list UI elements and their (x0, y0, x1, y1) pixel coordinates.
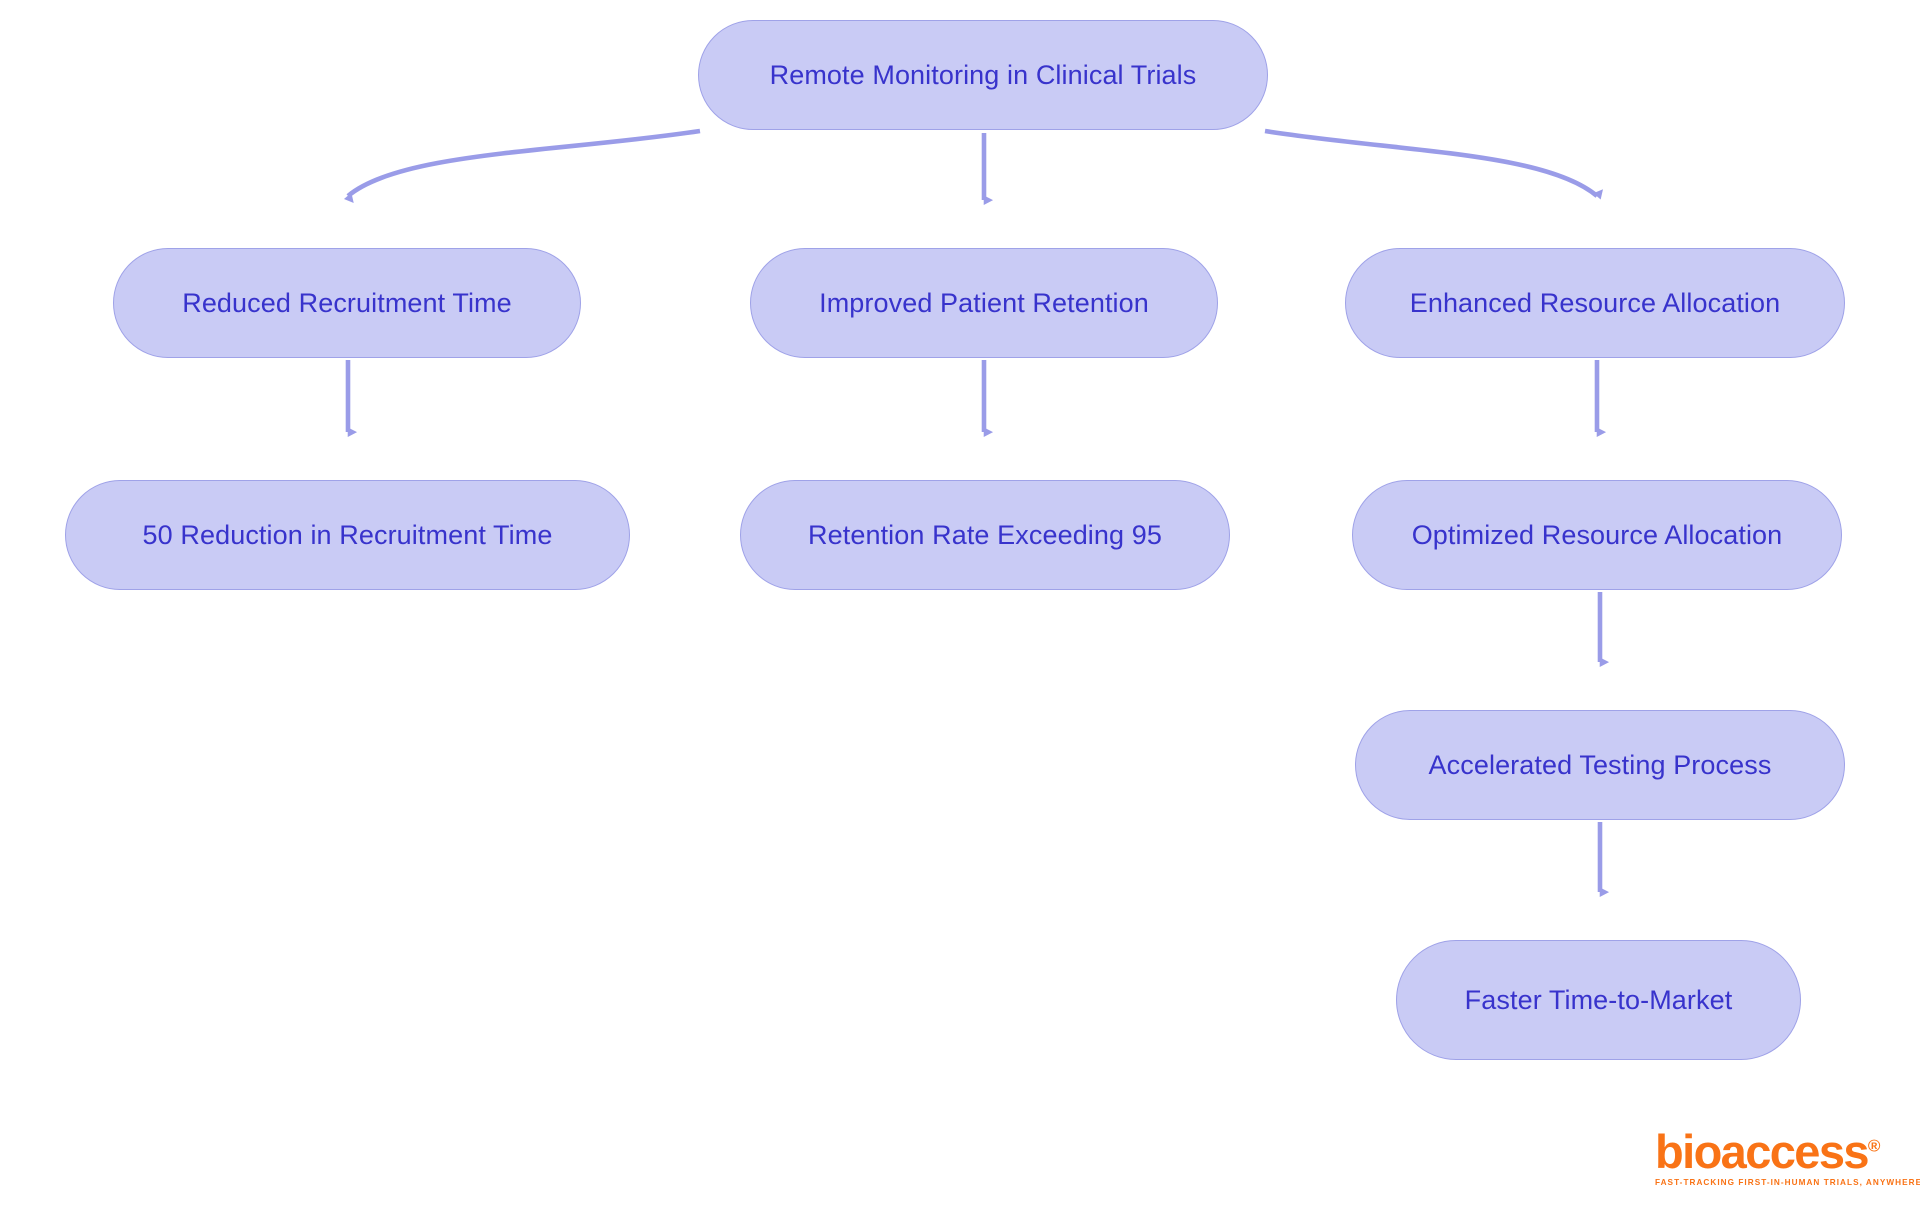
node-enhanced-resource-allocation[interactable]: Enhanced Resource Allocation (1345, 248, 1845, 358)
registered-trademark-icon: ® (1867, 1136, 1881, 1156)
node-faster-time-to-market-label: Faster Time-to-Market (1464, 984, 1733, 1015)
node-root[interactable]: Remote Monitoring in Clinical Trials (698, 20, 1268, 130)
node-improved-patient-retention-label: Improved Patient Retention (819, 287, 1149, 318)
bioaccess-logo: bioaccess® FAST-TRACKING FIRST-IN-HUMAN … (1655, 1128, 1920, 1187)
node-optimized-resource-allocation[interactable]: Optimized Resource Allocation (1352, 480, 1842, 590)
node-reduced-recruitment-time[interactable]: Reduced Recruitment Time (113, 248, 581, 358)
node-accelerated-testing-process[interactable]: Accelerated Testing Process (1355, 710, 1845, 820)
node-50-reduction-in-recruitment-time[interactable]: 50 Reduction in Recruitment Time (65, 480, 630, 590)
node-retention-rate-exceeding-95[interactable]: Retention Rate Exceeding 95 (740, 480, 1230, 590)
node-50-reduction-in-recruitment-time-label: 50 Reduction in Recruitment Time (142, 519, 553, 550)
node-accelerated-testing-process-label: Accelerated Testing Process (1428, 749, 1772, 780)
logo-tagline: FAST-TRACKING FIRST-IN-HUMAN TRIALS, ANY… (1655, 1178, 1920, 1187)
node-reduced-recruitment-time-label: Reduced Recruitment Time (182, 287, 512, 318)
node-optimized-resource-allocation-label: Optimized Resource Allocation (1411, 519, 1783, 550)
logo-wordmark-text: bioaccess (1655, 1125, 1870, 1178)
edge-root-to-recruit (343, 128, 701, 204)
node-retention-rate-exceeding-95-label: Retention Rate Exceeding 95 (808, 519, 1162, 550)
edge-root-to-resource (1264, 128, 1603, 200)
node-improved-patient-retention[interactable]: Improved Patient Retention (750, 248, 1218, 358)
logo-wordmark: bioaccess® (1655, 1128, 1880, 1175)
node-root-label: Remote Monitoring in Clinical Trials (769, 59, 1197, 90)
node-enhanced-resource-allocation-label: Enhanced Resource Allocation (1409, 287, 1781, 318)
node-faster-time-to-market[interactable]: Faster Time-to-Market (1396, 940, 1801, 1060)
